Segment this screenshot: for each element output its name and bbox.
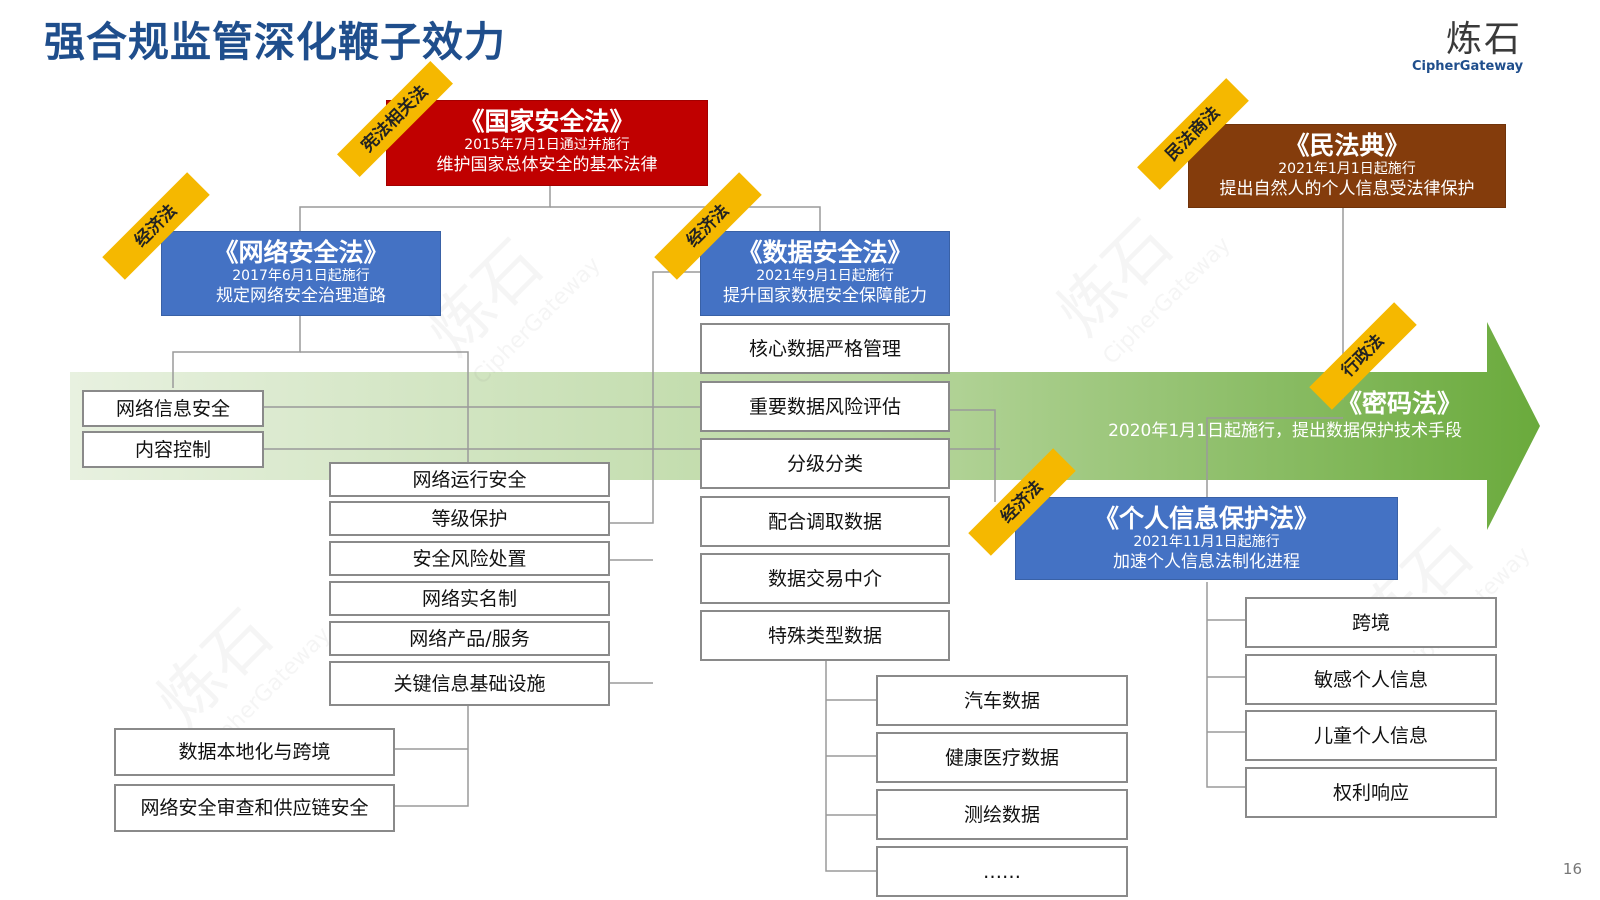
special-data-item: …… [876, 846, 1128, 897]
cyber-item: 数据本地化与跨境 [114, 728, 395, 776]
page-number: 16 [1562, 860, 1582, 878]
logo: 炼石 CipherGateway [1412, 19, 1524, 74]
cyber-item: 安全风险处置 [329, 541, 610, 576]
special-data-item: 健康医疗数据 [876, 732, 1128, 783]
pipl-item: 权利响应 [1245, 767, 1497, 818]
cyber-item: 网络安全审查和供应链安全 [114, 784, 395, 832]
law-name: 《国家安全法》 [459, 107, 635, 136]
pipl-item: 儿童个人信息 [1245, 710, 1497, 761]
law-date: 2021年9月1日起施行 [756, 268, 894, 284]
data-item: 核心数据严格管理 [700, 323, 950, 374]
pipl-item: 敏感个人信息 [1245, 654, 1497, 705]
logo-text: 炼石 [1445, 19, 1522, 60]
law-desc: 提出自然人的个人信息受法律保护 [1219, 179, 1475, 199]
law-pipl: 《个人信息保护法》 2021年11月1日起施行 加速个人信息法制化进程 [1015, 497, 1398, 580]
law-date: 2021年1月1日起施行 [1278, 161, 1416, 177]
data-item: 分级分类 [700, 438, 950, 489]
data-item: 特殊类型数据 [700, 610, 950, 661]
page-title: 强合规监管深化鞭子效力 [44, 18, 506, 66]
pipl-item: 跨境 [1245, 597, 1497, 648]
special-data-item: 测绘数据 [876, 789, 1128, 840]
cyber-item: 关键信息基础设施 [329, 661, 610, 706]
law-national-security: 《国家安全法》 2015年7月1日通过并施行 维护国家总体安全的基本法律 [386, 100, 708, 186]
law-name: 《民法典》 [1284, 131, 1410, 160]
cyber-item: 网络信息安全 [82, 390, 264, 427]
cyber-item: 网络实名制 [329, 581, 610, 616]
law-name: 《密码法》 [1336, 389, 1462, 418]
law-desc: 规定网络安全治理道路 [216, 286, 386, 306]
cyber-item: 网络产品/服务 [329, 621, 610, 656]
data-item: 数据交易中介 [700, 553, 950, 604]
law-data-security: 《数据安全法》 2021年9月1日起施行 提升国家数据安全保障能力 [700, 231, 950, 316]
law-cybersecurity: 《网络安全法》 2017年6月1日起施行 规定网络安全治理道路 [161, 231, 441, 316]
cyber-item: 内容控制 [82, 431, 264, 468]
data-item: 配合调取数据 [700, 496, 950, 547]
law-desc: 2020年1月1日起施行，提出数据保护技术手段 [1108, 421, 1462, 441]
law-date: 2015年7月1日通过并施行 [464, 137, 630, 153]
special-data-item: 汽车数据 [876, 675, 1128, 726]
logo-subtext: CipherGateway [1412, 59, 1524, 74]
law-desc: 提升国家数据安全保障能力 [723, 286, 927, 306]
law-date: 2021年11月1日起施行 [1133, 534, 1280, 550]
law-desc: 加速个人信息法制化进程 [1113, 552, 1300, 572]
law-desc: 维护国家总体安全的基本法律 [436, 155, 658, 175]
data-item: 重要数据风险评估 [700, 381, 950, 432]
law-cryptography: 《密码法》 2020年1月1日起施行，提出数据保护技术手段 [1108, 388, 1462, 442]
law-name: 《网络安全法》 [213, 238, 389, 267]
law-date: 2017年6月1日起施行 [232, 268, 370, 284]
cyber-item: 等级保护 [329, 501, 610, 536]
law-name: 《个人信息保护法》 [1093, 504, 1319, 533]
law-name: 《数据安全法》 [737, 238, 913, 267]
law-civil-code: 《民法典》 2021年1月1日起施行 提出自然人的个人信息受法律保护 [1188, 124, 1506, 208]
cyber-item: 网络运行安全 [329, 462, 610, 497]
